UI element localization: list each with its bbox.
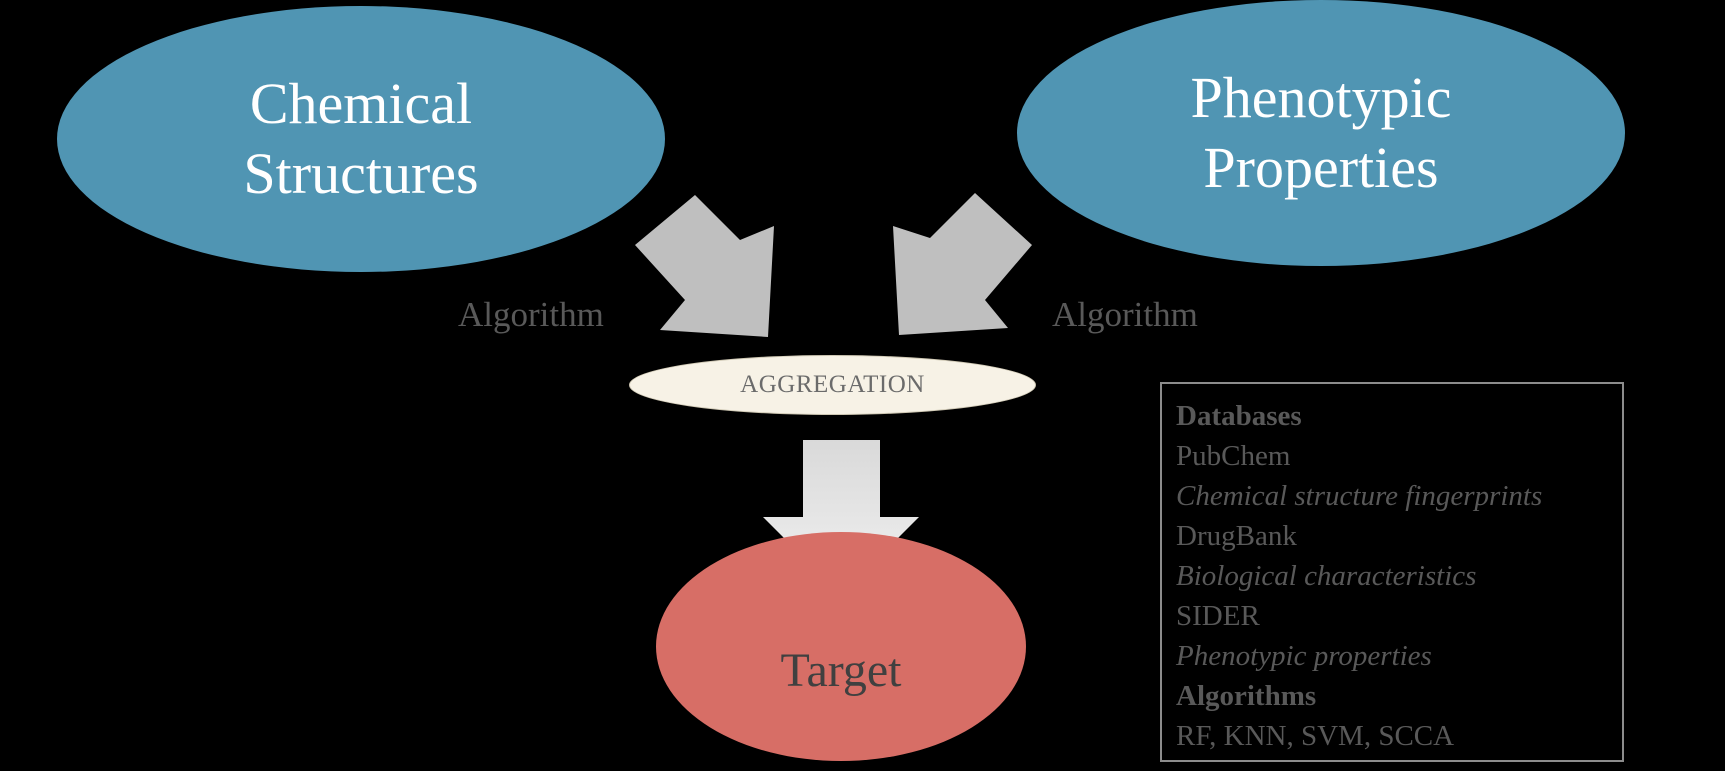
chemical-structures-label: Chemical Structures <box>243 71 479 206</box>
aggregation-label: AGGREGATION <box>740 371 925 398</box>
algorithm-left-label: Algorithm <box>458 295 604 334</box>
target-node: Target <box>656 532 1026 761</box>
phenotypic-properties-node: Phenotypic Properties <box>1017 0 1625 266</box>
arrow-left-diagonal <box>635 195 774 337</box>
arrow-right-diagonal <box>893 193 1032 335</box>
databases-info-box: Databases PubChem Chemical structure fin… <box>1160 382 1624 762</box>
aggregation-node: AGGREGATION <box>629 355 1036 415</box>
chemical-structures-node: Chemical Structures <box>57 6 665 272</box>
algorithms-list: RF, KNN, SVM, SCCA <box>1176 720 1455 752</box>
algorithms-heading: Algorithms <box>1176 680 1317 712</box>
database-pubchem: PubChem <box>1176 440 1291 472</box>
database-sider: SIDER <box>1176 600 1260 632</box>
phenotypic-properties-label: Phenotypic Properties <box>1190 65 1452 200</box>
database-drugbank: DrugBank <box>1176 520 1297 552</box>
database-drugbank-description: Biological characteristics <box>1176 560 1477 592</box>
algorithm-right-label: Algorithm <box>1052 295 1198 334</box>
target-label: Target <box>780 644 902 697</box>
database-pubchem-description: Chemical structure fingerprints <box>1176 480 1543 512</box>
database-sider-description: Phenotypic properties <box>1176 640 1432 672</box>
databases-heading: Databases <box>1176 400 1302 432</box>
